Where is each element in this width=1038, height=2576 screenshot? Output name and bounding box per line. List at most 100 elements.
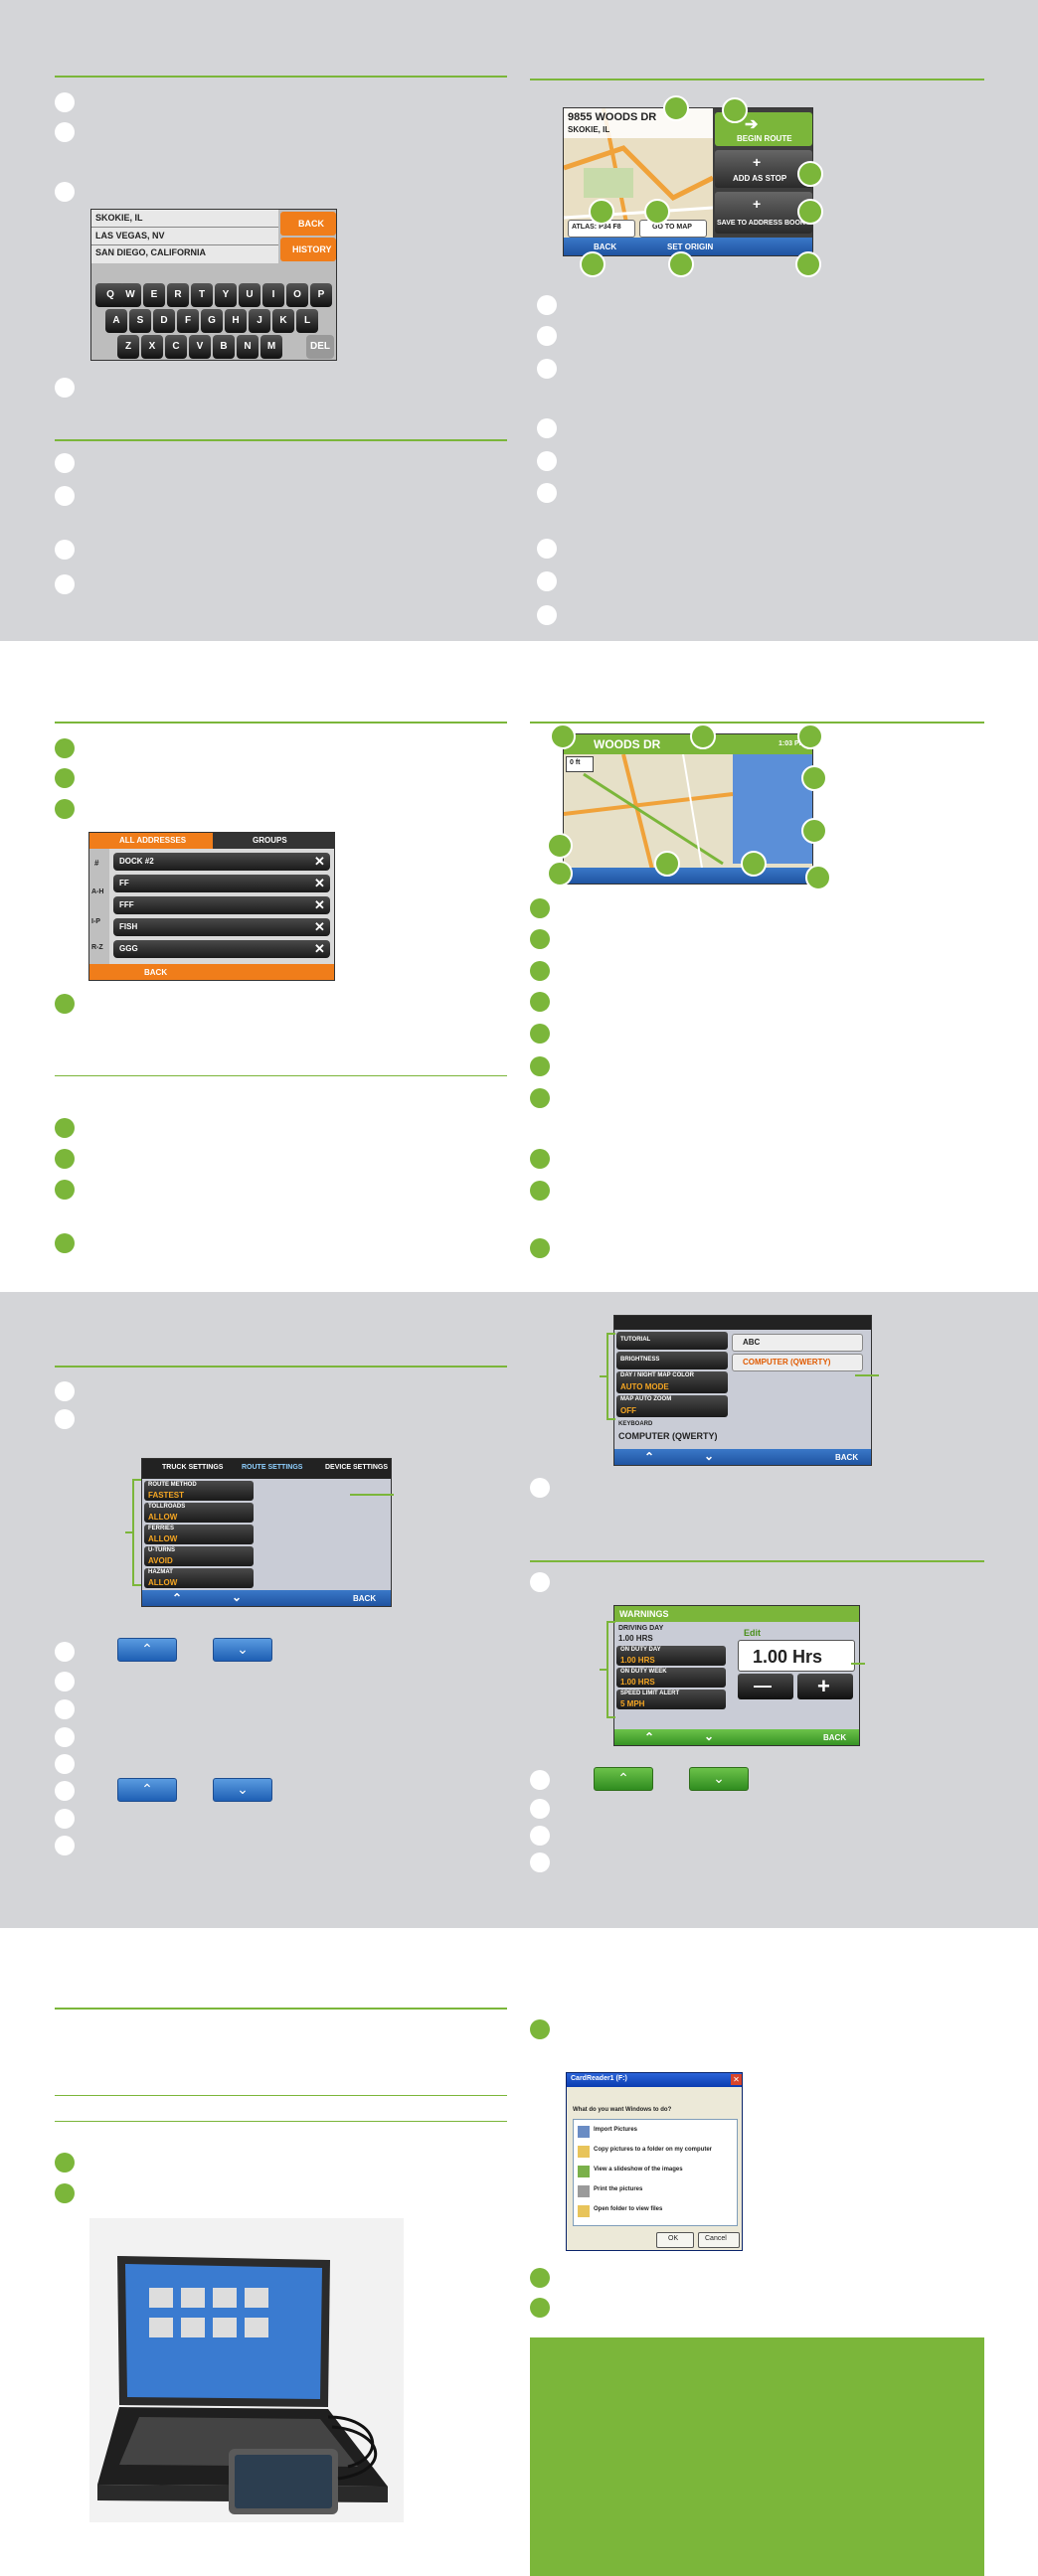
option-item[interactable]: Print the pictures (576, 2183, 725, 2199)
tab-truck-settings[interactable]: TRUCK SETTINGS (162, 1464, 224, 1471)
back-button[interactable]: BACK (144, 968, 168, 977)
minus-button[interactable]: — (738, 1674, 793, 1699)
key-n[interactable]: N (237, 335, 259, 359)
close-icon[interactable]: ✕ (731, 2074, 742, 2085)
key-h[interactable]: H (225, 309, 247, 333)
option-item[interactable]: View a slideshow of the images (576, 2164, 725, 2179)
green-note-box (530, 2337, 984, 2576)
settings-row[interactable]: MAP AUTO ZOOM OFF (616, 1395, 728, 1417)
back-button[interactable]: BACK (823, 1733, 847, 1742)
tab-route-settings[interactable]: ROUTE SETTINGS (242, 1464, 303, 1471)
plus-button[interactable]: + (797, 1674, 853, 1699)
option-item[interactable]: Copy pictures to a folder on my computer (576, 2144, 725, 2160)
key-j[interactable]: J (249, 309, 270, 333)
settings-row[interactable]: FERRIES ALLOW (144, 1525, 254, 1544)
settings-row[interactable]: ROUTE METHOD FASTEST (144, 1481, 254, 1501)
edit-value-field[interactable]: 1.00 Hrs (738, 1640, 855, 1672)
option-abc[interactable]: ABC (732, 1334, 863, 1352)
address-row[interactable]: GGG ✕ (113, 940, 330, 958)
settings-row[interactable]: BRIGHTNESS (616, 1352, 728, 1369)
tab-all-addresses[interactable]: ALL ADDRESSES (89, 833, 213, 849)
scroll-up-icon[interactable]: ⌃ (644, 1450, 655, 1464)
key-g[interactable]: G (201, 309, 223, 333)
set-origin-button[interactable]: SET ORIGIN (667, 242, 714, 251)
back-button[interactable]: BACK (594, 242, 617, 251)
settings-row[interactable]: TOLLROADS ALLOW (144, 1503, 254, 1523)
key-c[interactable]: C (165, 335, 187, 359)
scroll-up-icon[interactable]: ⌃ (644, 1730, 655, 1744)
scroll-down-icon[interactable]: ⌄ (704, 1729, 715, 1743)
address-row[interactable]: FISH ✕ (113, 918, 330, 936)
settings-row[interactable]: U-TURNS AVOID (144, 1546, 254, 1566)
scroll-up-button[interactable]: ⌃ (594, 1767, 653, 1791)
back-button[interactable]: BACK (280, 212, 336, 236)
scroll-down-button[interactable]: ⌄ (213, 1778, 272, 1802)
index-label[interactable]: # (94, 859, 99, 868)
back-button[interactable]: BACK (835, 1453, 859, 1462)
key-r[interactable]: R (167, 283, 189, 307)
history-item[interactable]: SAN DIEGO, CALIFORNIA (95, 247, 207, 257)
settings-row[interactable]: HAZMAT ALLOW (144, 1568, 254, 1588)
key-l[interactable]: L (296, 309, 318, 333)
scroll-up-button[interactable]: ⌃ (117, 1778, 177, 1802)
address-row[interactable]: FF ✕ (113, 875, 330, 892)
delete-key[interactable]: DEL (306, 335, 334, 359)
delete-x-icon[interactable]: ✕ (314, 941, 325, 956)
key-p[interactable]: P (310, 283, 332, 307)
dialog-prompt: What do you want Windows to do? (573, 2107, 672, 2113)
key-v[interactable]: V (189, 335, 211, 359)
settings-row[interactable]: SPEED LIMIT ALERT 5 MPH (616, 1690, 726, 1709)
tab-device-settings[interactable]: DEVICE SETTINGS (325, 1464, 389, 1471)
key-a[interactable]: A (105, 309, 127, 333)
scroll-down-icon[interactable]: ⌄ (704, 1449, 715, 1463)
delete-x-icon[interactable]: ✕ (314, 897, 325, 912)
key-y[interactable]: Y (215, 283, 237, 307)
history-button[interactable]: HISTORY (280, 238, 336, 261)
address-row[interactable]: DOCK #2 ✕ (113, 853, 330, 871)
index-label[interactable]: A-H (91, 888, 104, 895)
settings-row[interactable]: TUTORIAL (616, 1332, 728, 1350)
address-row[interactable]: FFF ✕ (113, 896, 330, 914)
delete-x-icon[interactable]: ✕ (314, 854, 325, 869)
scroll-up-button[interactable]: ⌃ (117, 1638, 177, 1662)
scroll-down-button[interactable]: ⌄ (213, 1638, 272, 1662)
key-s[interactable]: S (129, 309, 151, 333)
section-band-3 (0, 1292, 1038, 1928)
cancel-button[interactable]: Cancel (698, 2232, 740, 2248)
option-icon (578, 2146, 590, 2158)
key-u[interactable]: U (239, 283, 260, 307)
history-item[interactable]: SKOKIE, IL (95, 213, 143, 223)
index-label[interactable]: I-P (91, 918, 100, 925)
key-k[interactable]: K (272, 309, 294, 333)
key-x[interactable]: X (141, 335, 163, 359)
settings-row[interactable]: ON DUTY WEEK 1.00 HRS (616, 1668, 726, 1688)
delete-x-icon[interactable]: ✕ (314, 876, 325, 890)
delete-x-icon[interactable]: ✕ (314, 919, 325, 934)
option-qwerty[interactable]: COMPUTER (QWERTY) (732, 1354, 863, 1371)
history-item[interactable]: LAS VEGAS, NV (95, 231, 165, 241)
add-as-stop-button[interactable]: + ADD AS STOP (715, 150, 812, 188)
index-label[interactable]: R-Z (91, 944, 103, 951)
ok-button[interactable]: OK (656, 2232, 694, 2248)
key-d[interactable]: D (153, 309, 175, 333)
option-item[interactable]: Import Pictures (576, 2124, 725, 2140)
key-t[interactable]: T (191, 283, 213, 307)
save-to-address-book-button[interactable]: + SAVE TO ADDRESS BOOK (715, 192, 812, 234)
scroll-down-button[interactable]: ⌄ (689, 1767, 749, 1791)
key-m[interactable]: M (260, 335, 282, 359)
key-b[interactable]: B (213, 335, 235, 359)
option-item[interactable]: Open folder to view files (576, 2203, 725, 2219)
key-i[interactable]: I (262, 283, 284, 307)
key-z[interactable]: Z (117, 335, 139, 359)
settings-row[interactable]: ON DUTY DAY 1.00 HRS (616, 1646, 726, 1666)
key-e[interactable]: E (143, 283, 165, 307)
back-button[interactable]: BACK (353, 1594, 377, 1603)
tab-groups[interactable]: GROUPS (213, 833, 334, 849)
settings-row[interactable]: DAY / NIGHT MAP COLOR AUTO MODE (616, 1371, 728, 1393)
scroll-up-icon[interactable]: ⌃ (172, 1591, 183, 1605)
key-o[interactable]: O (286, 283, 308, 307)
key-f[interactable]: F (177, 309, 199, 333)
scroll-down-icon[interactable]: ⌄ (232, 1590, 243, 1604)
edit-label: Edit (744, 1628, 761, 1638)
key-w[interactable]: W (119, 283, 141, 307)
